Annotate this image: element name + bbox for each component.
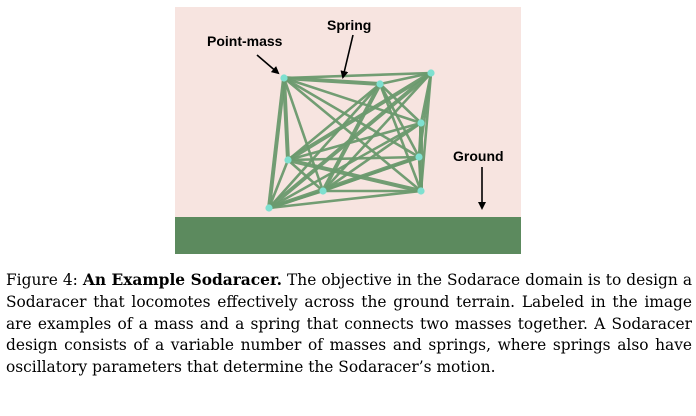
- point-mass-3: [417, 119, 425, 127]
- point-mass-0: [280, 74, 288, 82]
- spring-25: [267, 121, 423, 210]
- spring-4: [282, 76, 290, 162]
- spring-label: Spring: [327, 17, 371, 33]
- spring-34: [267, 189, 325, 210]
- sodaracer-figure: Point-mass Spring Ground: [175, 7, 521, 254]
- spring-10: [286, 82, 382, 162]
- spring-6: [282, 76, 325, 193]
- point-mass-6: [319, 187, 327, 195]
- masses-group: [265, 69, 435, 212]
- spring-29: [267, 158, 290, 210]
- spring-11: [378, 82, 421, 159]
- spring-14: [267, 82, 382, 210]
- spring-20: [267, 71, 433, 210]
- spring-35: [267, 189, 423, 210]
- springs-group: [267, 71, 433, 210]
- ground-label: Ground: [453, 148, 504, 164]
- point-mass-arrow: [256, 54, 280, 75]
- spring-27: [286, 158, 325, 193]
- spring-1: [378, 71, 433, 86]
- spring-8: [267, 76, 286, 210]
- caption-body: The objective in the Sodarace domain is …: [6, 271, 692, 377]
- caption-prefix: Figure 4:: [6, 271, 78, 289]
- spring-21: [286, 121, 423, 162]
- point-mass-2: [427, 69, 435, 77]
- spring-16: [286, 71, 433, 162]
- point-mass-label: Point-mass: [207, 33, 283, 49]
- spring-28: [286, 158, 423, 193]
- figure-caption: Figure 4: An Example Sodaracer. The obje…: [6, 270, 692, 379]
- spring-9: [378, 82, 423, 125]
- spring-2: [282, 71, 433, 80]
- point-mass-7: [417, 187, 425, 195]
- point-mass-4: [284, 156, 292, 164]
- sodaracer-illustration: Point-mass Spring Ground: [175, 7, 521, 254]
- point-mass-8: [265, 204, 273, 212]
- spring-arrow: [340, 34, 354, 79]
- point-mass-5: [415, 153, 423, 161]
- point-mass-1: [376, 80, 384, 88]
- spring-31: [417, 155, 423, 193]
- spring-26: [286, 155, 421, 162]
- caption-title: An Example Sodaracer.: [82, 271, 282, 289]
- spring-0: [282, 76, 382, 86]
- ground-terrain: [175, 217, 521, 254]
